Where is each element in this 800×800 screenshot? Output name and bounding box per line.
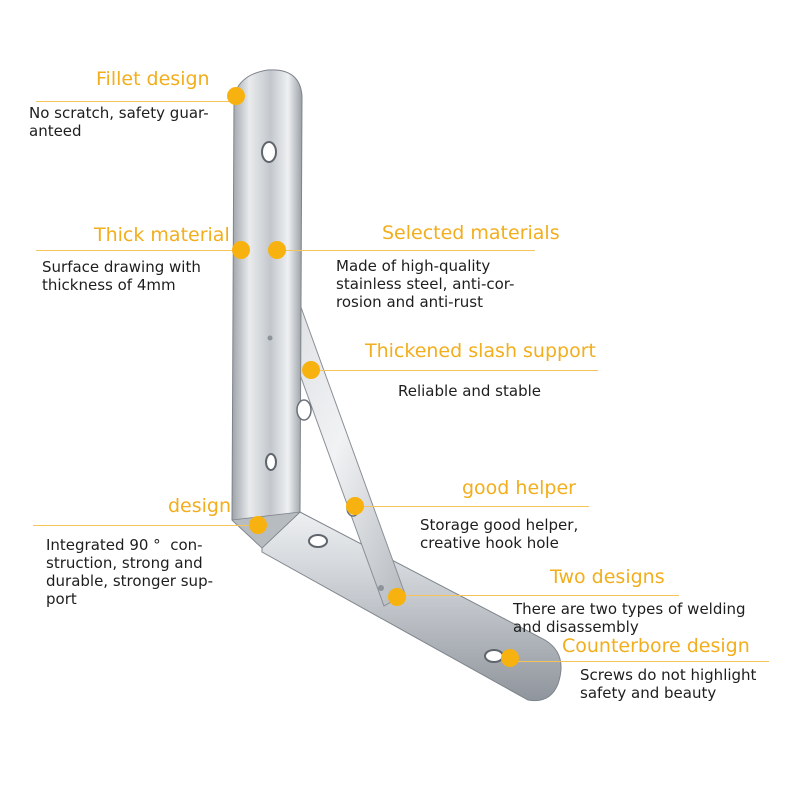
counterbore-leader-line: [510, 661, 769, 662]
design-dot-marker-icon: [249, 516, 267, 534]
thick-dot-marker-icon: [232, 241, 250, 259]
design-leader-line: [33, 525, 258, 526]
helper-leader-line: [355, 506, 589, 507]
thick-leader-line: [36, 250, 238, 251]
thick-description: Surface drawing with thickness of 4mm: [42, 258, 201, 294]
slash-dot-marker-icon: [302, 361, 320, 379]
fillet-description: No scratch, safety guar- anteed: [29, 104, 209, 140]
two-leader-line: [397, 595, 679, 596]
helper-title: good helper: [462, 477, 576, 499]
fillet-dot-marker-icon: [227, 87, 245, 105]
design-title: design: [168, 495, 232, 517]
helper-description: Storage good helper, creative hook hole: [420, 516, 579, 552]
selected-leader-line: [277, 250, 535, 251]
selected-title: Selected materials: [382, 222, 560, 244]
thick-title: Thick material: [94, 224, 230, 246]
two-title: Two designs: [550, 566, 665, 588]
counterbore-title: Counterbore design: [562, 635, 750, 657]
two-dot-marker-icon: [388, 588, 406, 606]
two-description: There are two types of welding and disas…: [513, 600, 746, 636]
fillet-title: Fillet design: [96, 68, 210, 90]
slash-description: Reliable and stable: [398, 382, 541, 400]
design-description: Integrated 90 ° con- struction, strong a…: [46, 536, 213, 608]
selected-dot-marker-icon: [268, 241, 286, 259]
counterbore-dot-marker-icon: [501, 649, 519, 667]
slash-title: Thickened slash support: [365, 340, 596, 362]
helper-dot-marker-icon: [346, 497, 364, 515]
selected-description: Made of high-quality stainless steel, an…: [336, 257, 515, 311]
counterbore-description: Screws do not highlight safety and beaut…: [580, 666, 757, 702]
slash-leader-line: [311, 370, 598, 371]
fillet-leader-line: [36, 101, 236, 102]
